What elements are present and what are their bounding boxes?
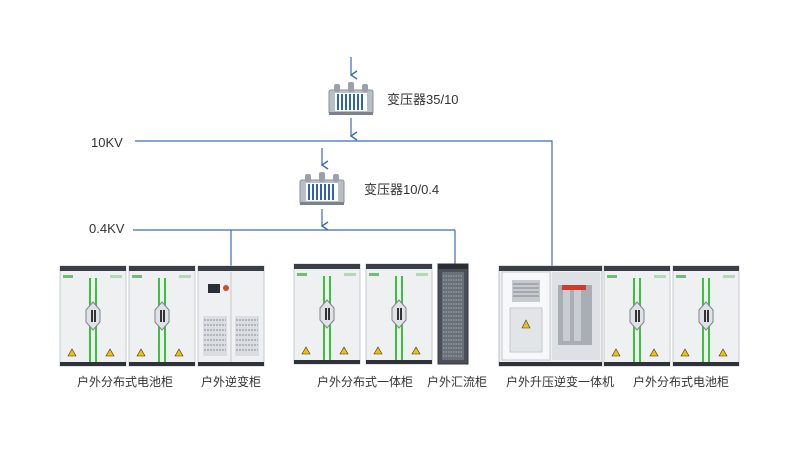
combiner-cabinet-icon xyxy=(437,263,469,365)
transformer-35-10-icon xyxy=(328,81,374,116)
caption-battery-cabinet-left: 户外分布式电池柜 xyxy=(77,375,174,389)
integrated-cabinet-icon xyxy=(293,263,361,365)
caption-combiner-cabinet: 户外汇流柜 xyxy=(427,375,488,389)
boost-inverter-unit-icon xyxy=(498,265,603,367)
battery-cabinet-icon xyxy=(603,265,671,367)
bus-04kv-label: 0.4KV xyxy=(89,221,125,236)
connection-lines xyxy=(133,57,553,268)
battery-cabinet-icon xyxy=(128,265,196,367)
bus-10kv-label: 10KV xyxy=(91,135,123,150)
caption-battery-cabinet-right: 户外分布式电池柜 xyxy=(633,375,730,389)
caption-boost-inverter-unit: 户外升压逆变一体机 xyxy=(506,375,615,389)
caption-integrated-cabinet: 户外分布式一体柜 xyxy=(317,375,414,389)
battery-cabinet-icon xyxy=(59,265,127,367)
battery-cabinet-icon xyxy=(672,265,740,367)
integrated-cabinet-icon xyxy=(365,263,433,365)
transformer-35-10-label: 变压器35/10 xyxy=(387,92,459,107)
caption-inverter-cabinet: 户外逆变柜 xyxy=(201,375,262,389)
inverter-cabinet-icon xyxy=(197,265,265,367)
transformer-10-04-icon xyxy=(299,171,345,206)
transformer-10-04-label: 变压器10/0.4 xyxy=(364,182,440,197)
